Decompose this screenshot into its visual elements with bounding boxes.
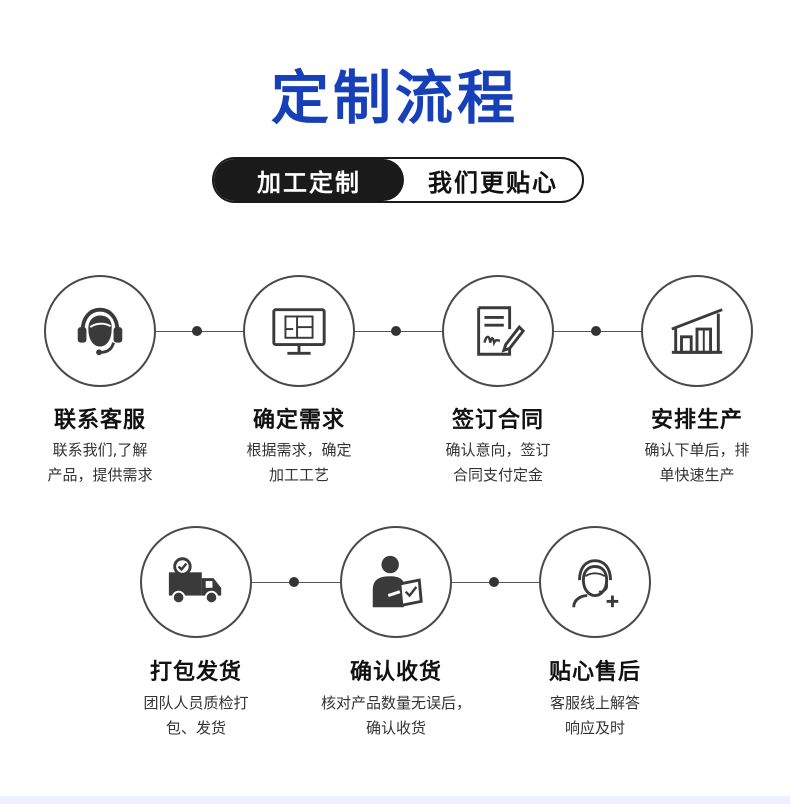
step-desc: 根据需求，确定 加工工艺 [204, 438, 394, 488]
step-node-pack-ship [140, 526, 252, 638]
step-desc: 确认下单后，排 单快速生产 [602, 438, 790, 488]
subtitle-pill: 加工定制 我们更贴心 [212, 157, 584, 203]
step-title: 打包发货 [149, 660, 242, 685]
customer-service-headset-icon [77, 307, 123, 356]
step-node-sign-contract [442, 275, 554, 387]
footer-strip [0, 796, 790, 804]
step-desc: 联系我们,了解 产品，提供需求 [5, 438, 195, 488]
step-title: 联系客服 [53, 408, 146, 433]
step-node-confirm-requirements [243, 275, 355, 387]
connector-dot [489, 577, 499, 587]
step-node-confirm-receipt [340, 526, 452, 638]
step-desc: 团队人员质检打 包、发货 [101, 691, 291, 741]
step-desc-line: 合同支付定金 [452, 466, 543, 484]
step-desc-line: 响应及时 [564, 719, 625, 737]
step-desc: 确认意向，签订 合同支付定金 [403, 438, 593, 488]
step-desc-line: 包、发货 [165, 719, 226, 737]
connector-dot [391, 326, 401, 336]
factory-icon [671, 308, 723, 354]
pill-left-label: 加工定制 [214, 159, 404, 201]
step-desc: 核对产品数量无误后， 确认收货 [291, 691, 501, 741]
step-node-contact-service [44, 275, 156, 387]
step-desc-line: 团队人员质检打 [143, 694, 249, 712]
step-desc-line: 单快速生产 [659, 466, 735, 484]
step-title: 安排生产 [650, 408, 743, 433]
step-desc-line: 核对产品数量无误后， [320, 694, 471, 712]
step-node-arrange-production [641, 275, 753, 387]
person-checklist-icon [372, 555, 423, 608]
step-desc-line: 确认意向，签订 [445, 441, 551, 459]
step-desc-line: 加工工艺 [268, 466, 329, 484]
step-desc-line: 根据需求，确定 [246, 441, 352, 459]
connector-dot [192, 326, 202, 336]
pill-right-label: 我们更贴心 [428, 168, 558, 197]
step-desc-line: 产品，提供需求 [47, 466, 153, 484]
step-desc: 客服线上解答 响应及时 [500, 691, 690, 741]
connector-dot [289, 577, 299, 587]
step-title: 确认收货 [349, 660, 442, 685]
step-desc-line: 确认下单后，排 [644, 441, 750, 459]
step-desc-line: 客服线上解答 [549, 694, 640, 712]
connector-dot [591, 326, 601, 336]
monitor-blueprint-icon [272, 308, 326, 355]
contract-sign-icon [477, 306, 526, 356]
step-desc-line: 联系我们,了解 [52, 441, 148, 459]
delivery-truck-icon [168, 557, 222, 605]
step-node-after-sales [539, 526, 651, 638]
step-desc-line: 确认收货 [365, 719, 426, 737]
page-title: 定制流程 [270, 64, 519, 132]
after-sales-support-icon [572, 559, 619, 608]
step-title: 贴心售后 [548, 660, 641, 685]
step-title: 签订合同 [451, 408, 544, 433]
step-title: 确定需求 [252, 408, 345, 433]
